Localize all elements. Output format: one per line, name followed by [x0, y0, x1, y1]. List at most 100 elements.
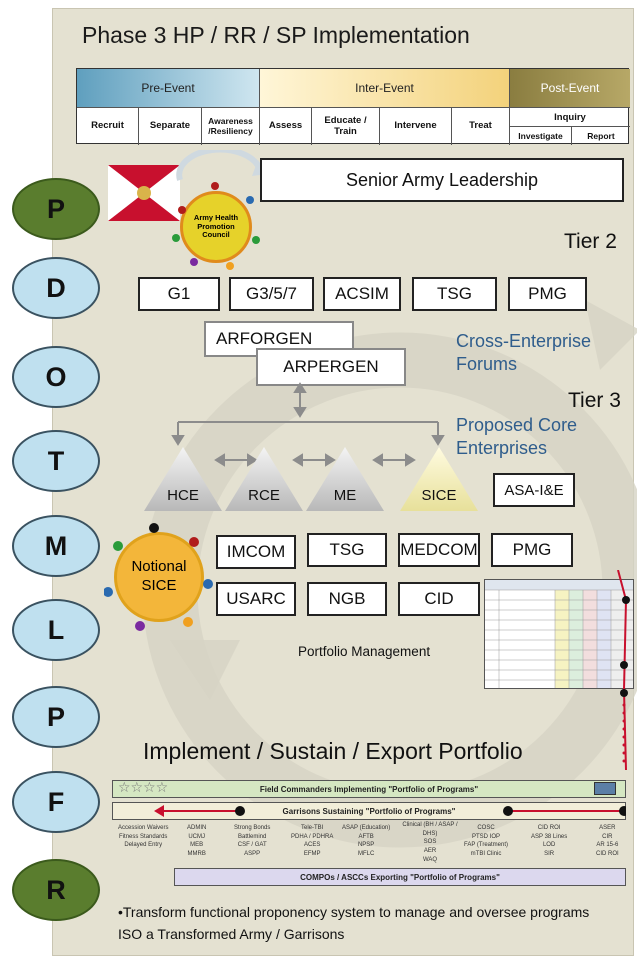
field-commanders-bar: Field Commanders Implementing "Portfolio… [112, 780, 626, 798]
garrisons-arrows [154, 805, 626, 817]
medcom-box: MEDCOM [398, 533, 480, 567]
program-list-3: Strong Bonds Battlemind CSF / GAT ASPP [234, 824, 270, 859]
step-report: Report [572, 126, 630, 145]
sice-people-icon [104, 523, 213, 631]
program-item: NPSP [357, 842, 375, 849]
program-item: ASER [599, 825, 616, 831]
program-item: ADMIN [187, 825, 207, 831]
circle-l-leadership: L [12, 599, 100, 661]
svg-text:★★: ★★ [116, 190, 132, 200]
field-commanders-label: Field Commanders Implementing "Portfolio… [259, 784, 479, 794]
program-list-6: Clinical (BH / ASAP / DHS) SOS AER WAQ [402, 821, 458, 864]
program-item: AFTB [358, 833, 374, 840]
council-people-icon [172, 182, 260, 270]
program-item: FAP (Treatment) [464, 842, 509, 849]
garrisons-label: Garrisons Sustaining "Portfolio of Progr… [282, 806, 456, 816]
program-item: SOS [423, 839, 437, 846]
council-label: Army Health Promotion Council [193, 213, 239, 240]
program-item: PTSD IOP [472, 833, 501, 840]
program-item: COSC [477, 825, 495, 831]
step-investigate: Investigate [510, 126, 572, 145]
program-item: CID ROI [596, 851, 619, 858]
program-item: CIR [602, 833, 613, 840]
tier-2-label: Tier 2 [564, 230, 617, 253]
phase-table: Pre-Event Inter-Event Post-Event Recruit… [76, 68, 630, 145]
asa-ie-box: ASA-I&E [493, 473, 575, 507]
step-assess: Assess [260, 107, 312, 145]
program-item: ACES [304, 842, 321, 849]
program-item: ASPP [244, 851, 261, 858]
post-event-header: Post-Event [510, 69, 630, 107]
g357-box: G3/5/7 [229, 277, 314, 311]
program-item: ASP 38 Lines [531, 833, 568, 840]
program-item: MFLC [357, 851, 375, 858]
program-item: WAQ [422, 856, 438, 863]
sice-label: SICE [421, 487, 457, 504]
arpergen-box: ARPERGEN [256, 348, 406, 386]
program-item: PDHA / PDHRA [291, 833, 334, 840]
program-item: Delayed Entry [124, 842, 163, 849]
cid-box: CID [398, 582, 480, 616]
program-item: SIR [544, 851, 555, 858]
tsg-box: TSG [412, 277, 497, 311]
program-item: AR 15-6 [596, 842, 619, 849]
program-item: MEB [190, 842, 204, 849]
program-item: LOD [542, 842, 556, 849]
timeline-indicator [617, 570, 630, 771]
program-item: CID ROI [537, 825, 561, 831]
compos-label: COMPOs / ASCCs Exporting "Portfolio of P… [300, 872, 500, 882]
program-item: EFMP [303, 851, 321, 858]
program-item: UCMJ [188, 833, 205, 840]
health-promotion-council-icon: Army Health Promotion Council [180, 191, 252, 263]
notional-sice-label: Notional SICE [131, 558, 187, 594]
circle-t-training: T [12, 430, 100, 492]
pre-event-header: Pre-Event [77, 69, 260, 107]
g1-box: G1 [138, 277, 220, 311]
circle-p-personnel: P [12, 686, 100, 748]
program-list-2: ADMIN UCMJ MEB MMRB [187, 824, 206, 859]
program-list-4: Tele-TBI PDHA / PDHRA ACES EFMP [291, 824, 333, 859]
program-item: Strong Bonds [234, 825, 271, 831]
compos-bar: COMPOs / ASCCs Exporting "Portfolio of P… [174, 868, 626, 886]
circle-f-facilities: F [12, 771, 100, 833]
svg-text:★★: ★★ [158, 190, 174, 200]
sice-tsg-box: TSG [307, 533, 387, 567]
ngb-box: NGB [307, 582, 387, 616]
step-treat: Treat [452, 107, 510, 145]
implement-sustain-export-title: Implement / Sustain / Export Portfolio [143, 738, 523, 764]
program-list-5: ASAP (Education) AFTB NPSP MFLC [342, 824, 390, 859]
portfolio-management-label: Portfolio Management [298, 644, 431, 659]
program-item: Accession Waivers [118, 825, 169, 831]
step-separate: Separate [139, 107, 202, 145]
pmg-box: PMG [508, 277, 587, 311]
circle-p-policy: P [12, 178, 100, 240]
portfolio-spreadsheet-thumbnail [484, 579, 634, 689]
program-item: MMRB [187, 851, 206, 858]
proposed-core-enterprises-label: Proposed Core Enterprises [456, 415, 578, 459]
cross-enterprise-forums-label: Cross-Enterprise Forums [456, 331, 592, 375]
flag-icon-small [594, 782, 616, 795]
step-awareness: Awareness /Resiliency [202, 107, 260, 145]
rce-label: RCE [248, 487, 280, 504]
circle-d-doctrine: D [12, 257, 100, 319]
imcom-box: IMCOM [216, 535, 296, 569]
page-title: Phase 3 HP / RR / SP Implementation [82, 22, 470, 48]
program-item: Fitness Standards [119, 833, 168, 840]
notional-sice-icon: Notional SICE [114, 532, 204, 622]
program-item: ASAP (Education) [342, 825, 391, 831]
sice-pmg-box: PMG [491, 533, 573, 567]
circle-o-organization: O [12, 346, 100, 408]
tier-3-label: Tier 3 [568, 389, 621, 412]
program-list-9: ASER CIR AR 15-6 CID ROI [596, 824, 619, 859]
program-item: Battlemind [238, 833, 267, 840]
step-intervene: Intervene [380, 107, 452, 145]
step-educate: Educate / Train [312, 107, 380, 145]
program-list-7: COSC PTSD IOP FAP (Treatment) mTBI Clini… [464, 824, 508, 859]
program-item: CSF / GAT [237, 842, 267, 849]
stars-icon: ☆☆☆☆ [118, 780, 169, 796]
program-item: Clinical (BH / ASAP / DHS) [402, 822, 458, 837]
acsim-box: ACSIM [323, 277, 401, 311]
step-inquiry: Inquiry [510, 107, 630, 126]
me-label: ME [333, 487, 357, 504]
